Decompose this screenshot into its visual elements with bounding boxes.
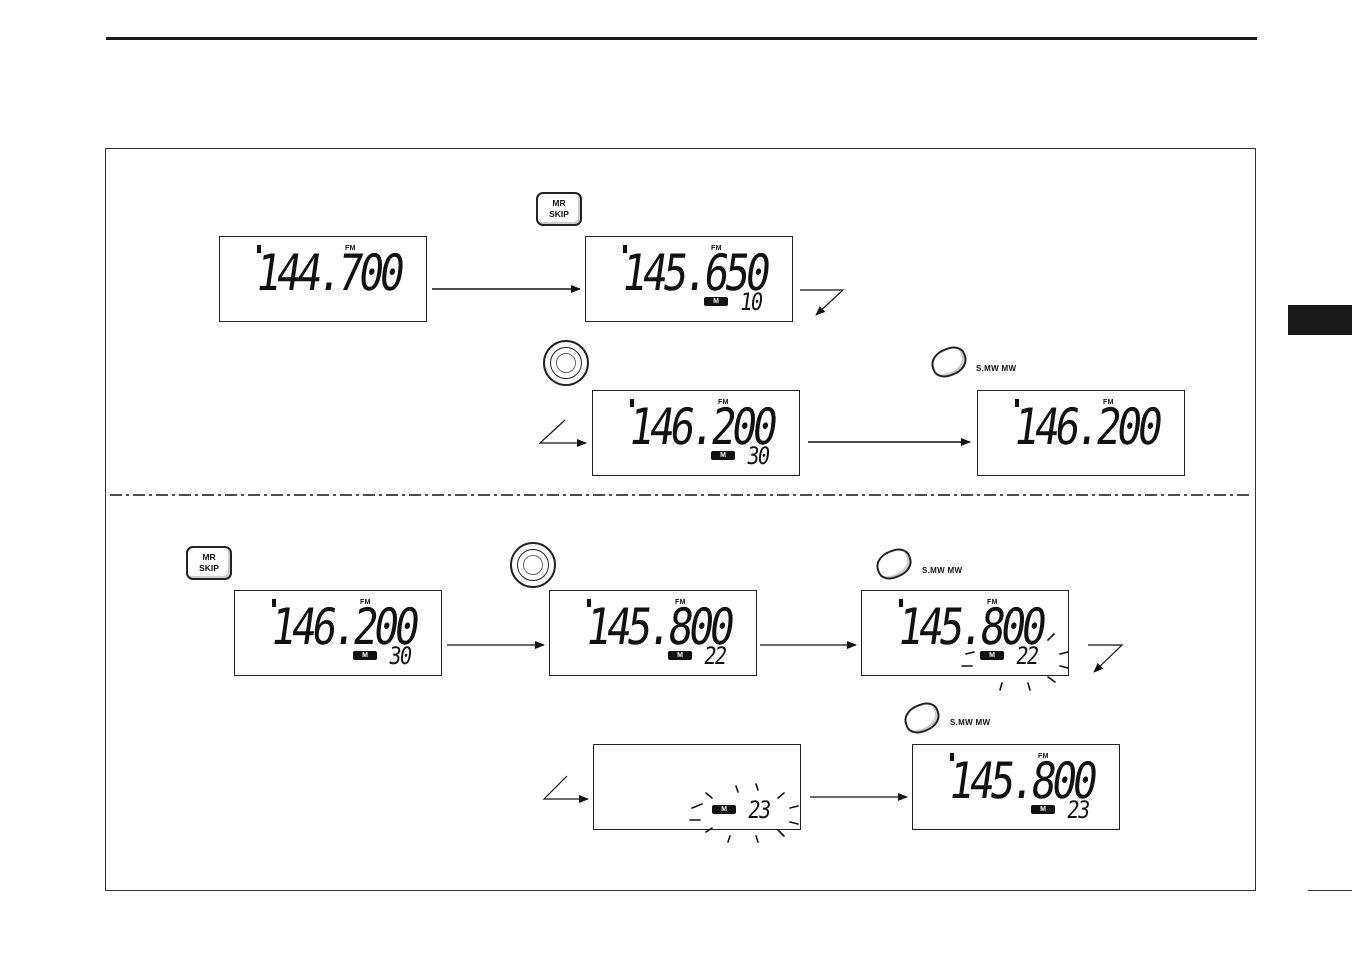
memory-indicator-blinking: M — [712, 805, 736, 814]
signal-bar-icon — [587, 599, 591, 607]
lcd-display-2: FM 145.650 M 10 — [585, 236, 793, 322]
lcd-display-1: FM 144.700 — [219, 236, 427, 322]
blink-marks-display-8 — [689, 783, 799, 843]
memory-indicator: M — [353, 651, 377, 660]
wrap-arrow-out-1 — [800, 289, 845, 316]
signal-bar-icon — [1015, 399, 1019, 407]
memory-indicator: M — [1031, 805, 1055, 814]
memory-indicator: M — [711, 451, 735, 460]
fm-indicator: FM — [345, 245, 356, 252]
signal-bar-icon — [950, 753, 954, 761]
fm-indicator: FM — [1103, 399, 1114, 406]
fm-indicator: FM — [675, 599, 686, 606]
key-label-skip: SKIP — [549, 209, 569, 219]
page-number-rule — [1308, 890, 1352, 891]
diagram-frame — [105, 148, 1256, 891]
signal-bar-icon — [899, 599, 903, 607]
key-label-mr: MR — [552, 198, 566, 208]
signal-bar-icon — [630, 399, 634, 407]
lcd-display-3: FM 146.200 M 30 — [592, 390, 800, 476]
memory-indicator: M — [668, 651, 692, 660]
wrap-arrow-out-2 — [1088, 644, 1124, 673]
tuning-dial-icon — [510, 542, 556, 588]
key-label-mr: MR — [202, 552, 216, 562]
signal-bar-icon — [272, 599, 276, 607]
blink-marks-display-7 — [961, 633, 1069, 691]
tuning-dial-icon — [543, 340, 589, 386]
wrap-arrow-in-2 — [542, 775, 589, 803]
fm-indicator: FM — [718, 399, 729, 406]
memory-indicator-blinking: M — [980, 651, 1004, 660]
lcd-display-4: FM 146.200 — [977, 390, 1185, 476]
fm-indicator: FM — [360, 599, 371, 606]
lcd-display-6: FM 145.800 M 22 — [549, 590, 757, 676]
fm-indicator: FM — [987, 599, 998, 606]
lcd-display-9: FM 145.800 M 23 — [912, 744, 1120, 830]
key-label-skip: SKIP — [199, 563, 219, 573]
wrap-arrow-in-1 — [538, 419, 587, 447]
signal-bar-icon — [257, 245, 261, 253]
lcd-display-7: FM 145.800 M 22 — [861, 590, 1069, 676]
fm-indicator: FM — [1038, 753, 1049, 760]
fm-indicator: FM — [711, 245, 722, 252]
smw-key-label: S.MW MW — [922, 566, 963, 575]
memory-indicator: M — [704, 297, 728, 306]
smw-key-label: S.MW MW — [976, 364, 1017, 373]
mr-skip-key-icon: MR SKIP — [536, 192, 582, 226]
lcd-display-5: FM 146.200 M 30 — [234, 590, 442, 676]
top-rule — [106, 37, 1257, 40]
section-tab — [1288, 305, 1352, 335]
signal-bar-icon — [623, 245, 627, 253]
smw-key-label: S.MW MW — [950, 718, 991, 727]
mr-skip-key-icon: MR SKIP — [186, 546, 232, 580]
lcd-display-8: M 23 — [593, 744, 801, 830]
